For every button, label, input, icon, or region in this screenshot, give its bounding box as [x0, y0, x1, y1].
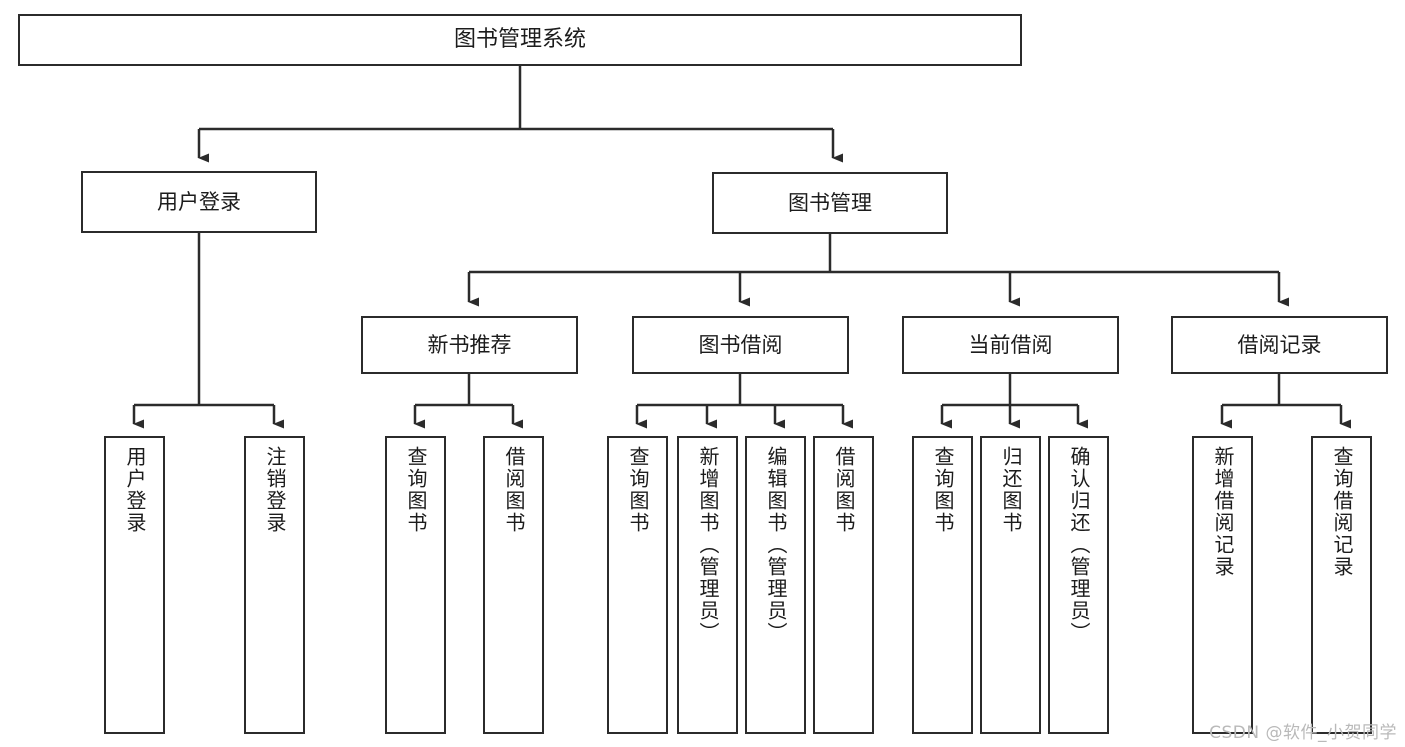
leaf-user-login-logout-label: 注销登录 [263, 446, 287, 534]
leaf-record-query-record[interactable]: 查询借阅记录 [1311, 436, 1372, 734]
leaf-borrow-edit-book-admin[interactable]: 编辑图书（管理员） [745, 436, 806, 734]
node-new-book-recommend[interactable]: 新书推荐 [361, 316, 578, 374]
leaf-current-return-book[interactable]: 归还图书 [980, 436, 1041, 734]
leaf-current-return-book-label: 归还图书 [999, 446, 1023, 534]
leaf-borrow-borrow-book[interactable]: 借阅图书 [813, 436, 874, 734]
leaf-record-add-record-label: 新增借阅记录 [1211, 446, 1235, 578]
leaf-borrow-add-book-admin[interactable]: 新增图书（管理员） [677, 436, 738, 734]
leaf-borrow-borrow-book-label: 借阅图书 [832, 446, 856, 534]
leaf-current-query-book-label: 查询图书 [931, 446, 955, 534]
node-user-login[interactable]: 用户登录 [81, 171, 317, 233]
node-current-borrow-label: 当前借阅 [968, 332, 1053, 357]
leaf-recommend-borrow-book[interactable]: 借阅图书 [483, 436, 544, 734]
node-new-book-recommend-label: 新书推荐 [427, 332, 512, 357]
node-root-system[interactable]: 图书管理系统 [18, 14, 1022, 66]
leaf-recommend-borrow-book-label: 借阅图书 [502, 446, 526, 534]
node-book-management-label: 图书管理 [788, 190, 872, 215]
node-current-borrow[interactable]: 当前借阅 [902, 316, 1119, 374]
leaf-current-confirm-return-admin-label: 确认归还（管理员） [1067, 446, 1091, 644]
csdn-watermark: CSDN @软件_小贺同学 [1209, 723, 1397, 743]
node-borrow-record-label: 借阅记录 [1237, 332, 1322, 357]
node-borrow-record[interactable]: 借阅记录 [1171, 316, 1388, 374]
node-book-borrow-label: 图书借阅 [698, 332, 783, 357]
leaf-recommend-query-book-label: 查询图书 [404, 446, 428, 534]
leaf-record-query-record-label: 查询借阅记录 [1330, 446, 1354, 578]
leaf-borrow-query-book[interactable]: 查询图书 [607, 436, 668, 734]
leaf-borrow-query-book-label: 查询图书 [626, 446, 650, 534]
leaf-borrow-add-book-admin-label: 新增图书（管理员） [696, 446, 720, 644]
leaf-user-login-login-label: 用户登录 [123, 446, 147, 534]
node-root-label: 图书管理系统 [453, 27, 586, 53]
leaf-current-confirm-return-admin[interactable]: 确认归还（管理员） [1048, 436, 1109, 734]
node-book-management[interactable]: 图书管理 [712, 172, 948, 234]
leaf-current-query-book[interactable]: 查询图书 [912, 436, 973, 734]
leaf-user-login-login[interactable]: 用户登录 [104, 436, 165, 734]
leaf-recommend-query-book[interactable]: 查询图书 [385, 436, 446, 734]
node-book-borrow[interactable]: 图书借阅 [632, 316, 849, 374]
node-user-login-label: 用户登录 [157, 189, 241, 214]
leaf-record-add-record[interactable]: 新增借阅记录 [1192, 436, 1253, 734]
leaf-user-login-logout[interactable]: 注销登录 [244, 436, 305, 734]
leaf-borrow-edit-book-admin-label: 编辑图书（管理员） [764, 446, 788, 644]
